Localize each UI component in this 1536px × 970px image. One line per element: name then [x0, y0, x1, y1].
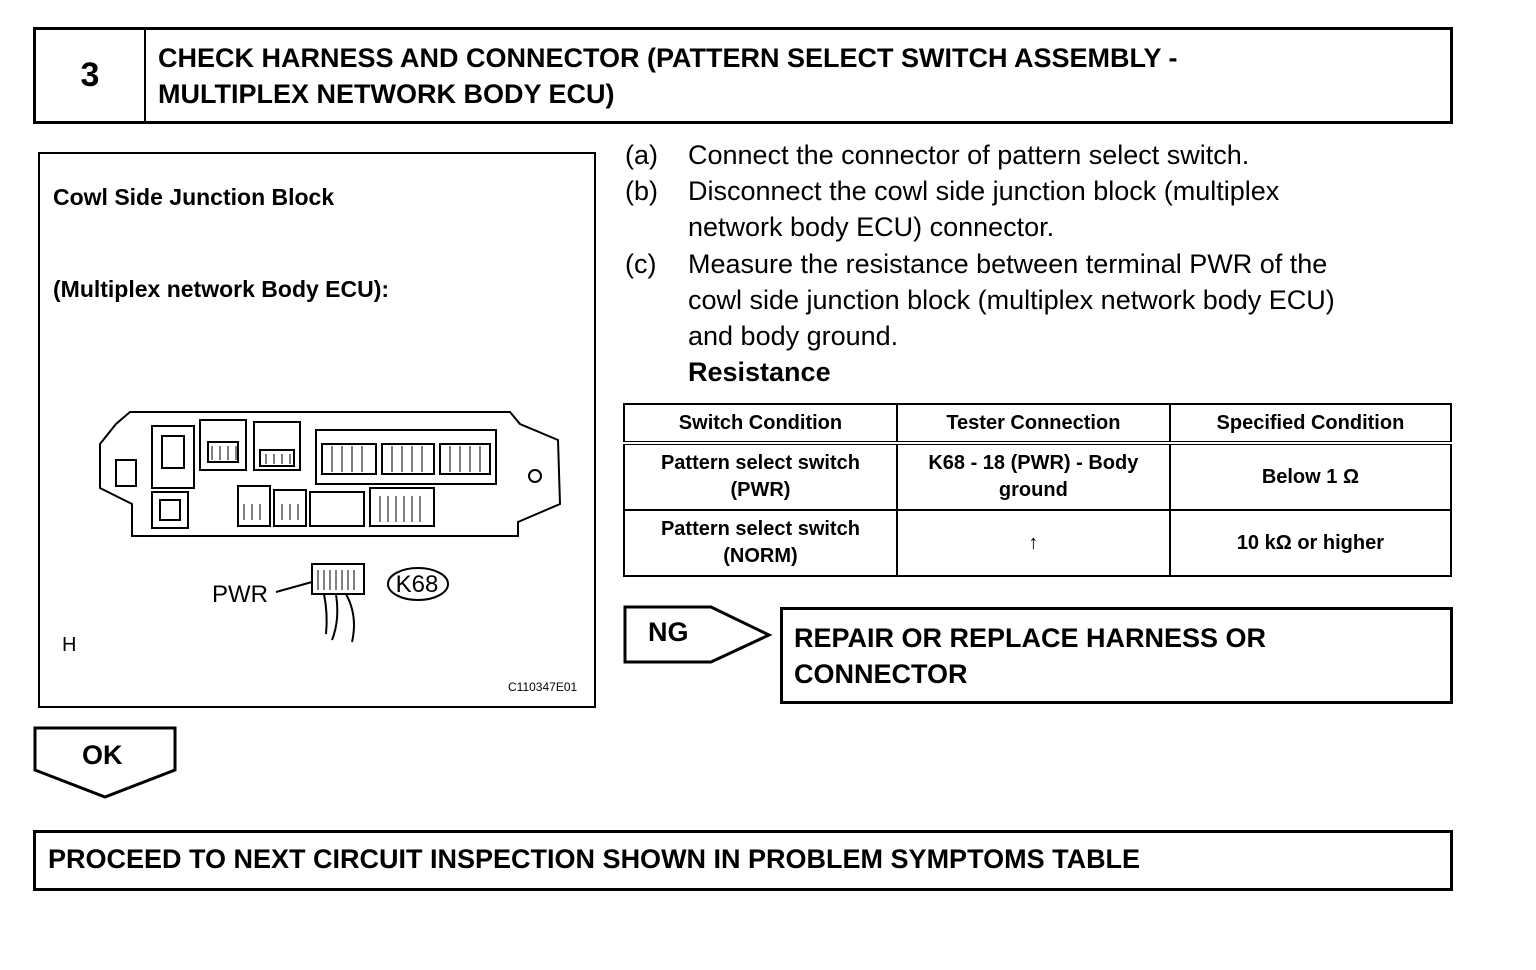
header-tester-connection: Tester Connection — [895, 403, 1171, 444]
ng-label: NG — [648, 617, 689, 647]
ng-result-text: REPAIR OR REPLACE HARNESS OR CONNECTOR — [794, 620, 1434, 692]
instruction-b-text: Disconnect the cowl side junction block … — [688, 173, 1448, 245]
resistance-heading: Resistance — [688, 357, 831, 387]
illustration-label-ecu: (Multiplex network Body ECU): — [53, 276, 390, 302]
table-row: Pattern select switch (NORM) ↑ 10 kΩ or … — [623, 509, 1453, 577]
cell-switch-condition: Pattern select switch (PWR) — [623, 442, 898, 511]
ok-label: OK — [82, 740, 123, 770]
step-header: 3 CHECK HARNESS AND CONNECTOR (PATTERN S… — [33, 27, 1453, 124]
instruction-b-line-2: network body ECU) connector. — [688, 212, 1055, 242]
cell-specified-condition: Below 1 Ω — [1168, 442, 1453, 511]
cell-tester-connection: K68 - 18 (PWR) - Body ground — [895, 442, 1171, 511]
cell-line: ground — [998, 479, 1068, 501]
junction-block-drawing — [99, 411, 562, 643]
instruction-c-text: Measure the resistance between terminal … — [688, 246, 1448, 390]
figure-code: C110347E01 — [508, 680, 578, 694]
k68-connector-label: K68 — [395, 571, 439, 598]
instruction-b-line-1: Disconnect the cowl side junction block … — [688, 176, 1280, 206]
illustration-corner-letter: H — [62, 634, 77, 656]
cell-specified-condition: 10 kΩ or higher — [1168, 509, 1453, 577]
table-header-row: Switch Condition Tester Connection Speci… — [623, 403, 1453, 444]
ng-arrow-icon — [623, 605, 773, 664]
cell-line: Pattern select switch — [660, 518, 860, 540]
instruction-b-letter: (b) — [625, 176, 658, 206]
table-row: Pattern select switch (PWR) K68 - 18 (PW… — [623, 442, 1453, 511]
cell-line: (PWR) — [730, 479, 791, 501]
cell-line: K68 - 18 (PWR) - Body — [928, 452, 1139, 474]
ng-result-line-2: CONNECTOR — [794, 659, 968, 689]
step-title: CHECK HARNESS AND CONNECTOR (PATTERN SEL… — [158, 40, 1428, 112]
cell-line: (NORM) — [723, 545, 798, 567]
proceed-text: PROCEED TO NEXT CIRCUIT INSPECTION SHOWN… — [48, 844, 1141, 874]
instruction-a-letter: (a) — [625, 140, 658, 170]
step-number: 3 — [36, 30, 146, 121]
illustration-label-junction-block: Cowl Side Junction Block — [53, 184, 335, 210]
ok-arrow-icon — [33, 726, 177, 799]
ng-result-line-1: REPAIR OR REPLACE HARNESS OR — [794, 623, 1267, 653]
instruction-c-line-2: cowl side junction block (multiplex netw… — [688, 285, 1335, 315]
connector-illustration: Cowl Side Junction Block (Multiplex netw… — [38, 152, 596, 708]
header-specified-condition: Specified Condition — [1168, 403, 1453, 444]
ng-result-box: REPAIR OR REPLACE HARNESS OR CONNECTOR — [780, 607, 1453, 704]
instruction-a-text: Connect the connector of pattern select … — [688, 140, 1250, 170]
cell-line: Pattern select switch — [660, 452, 860, 474]
instruction-c-line-1: Measure the resistance between terminal … — [688, 249, 1328, 279]
instruction-c-line-3: and body ground. — [688, 321, 899, 351]
step-title-line-2: MULTIPLEX NETWORK BODY ECU) — [158, 79, 615, 109]
cell-tester-connection: ↑ — [895, 509, 1171, 577]
cell-switch-condition: Pattern select switch (NORM) — [623, 509, 898, 577]
proceed-box: PROCEED TO NEXT CIRCUIT INSPECTION SHOWN… — [33, 830, 1453, 891]
pwr-terminal-label: PWR — [212, 581, 268, 608]
instruction-c-letter: (c) — [625, 249, 657, 279]
resistance-spec-table: Switch Condition Tester Connection Speci… — [623, 403, 1453, 577]
header-switch-condition: Switch Condition — [623, 403, 898, 444]
step-title-line-1: CHECK HARNESS AND CONNECTOR (PATTERN SEL… — [158, 43, 1178, 73]
